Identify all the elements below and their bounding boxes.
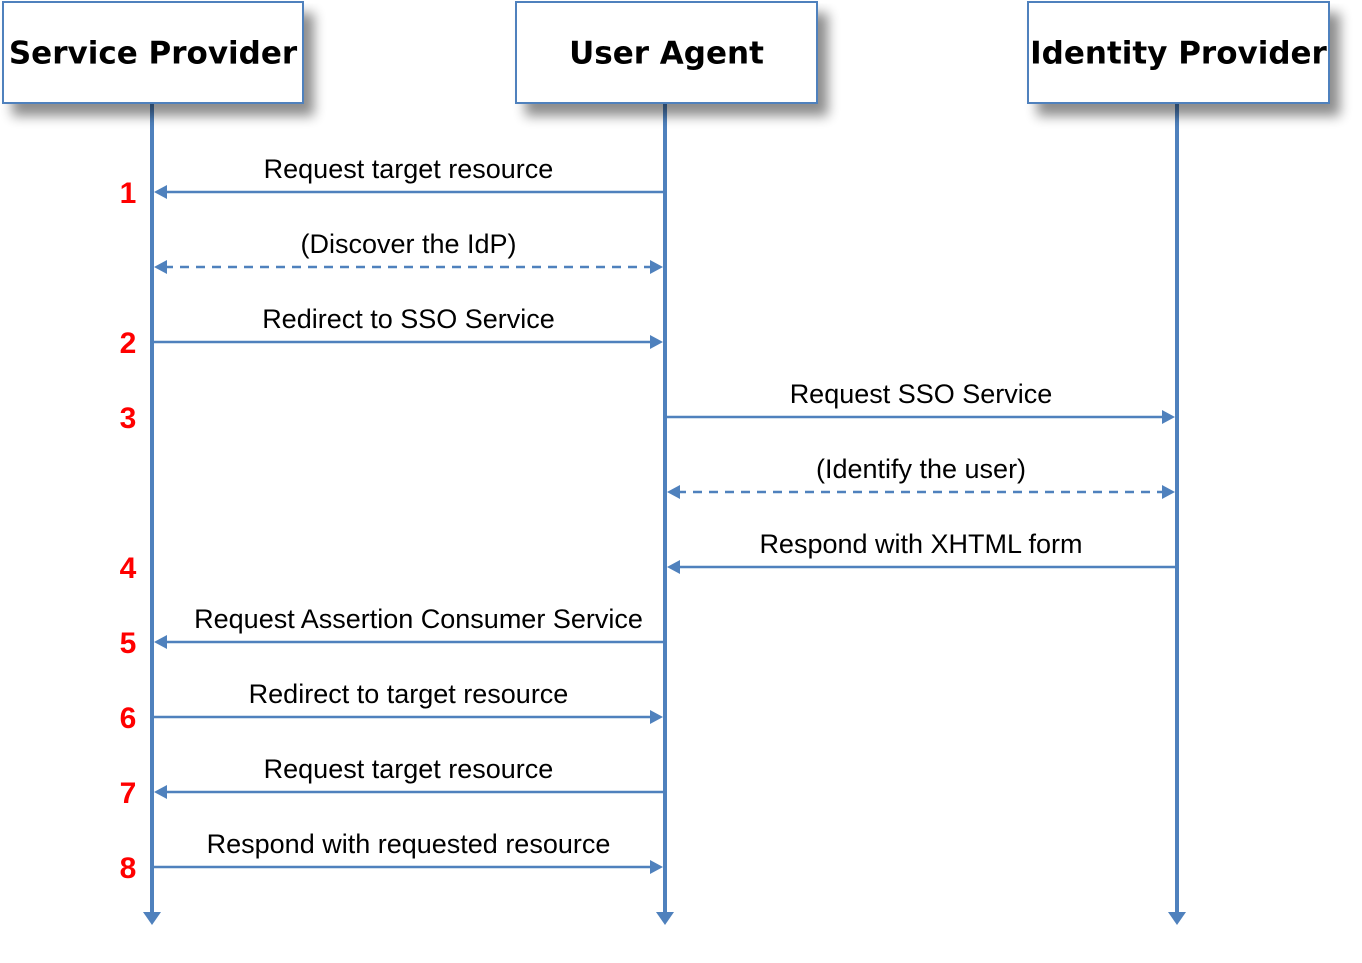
arrowhead: [154, 260, 167, 274]
actor-service-provider: Service Provider: [2, 1, 304, 104]
arrowhead: [650, 710, 663, 724]
step-number: 7: [120, 777, 137, 810]
lifeline-end-arrow-service-provider: [143, 912, 161, 925]
message-2: (Discover the IdP): [154, 229, 663, 274]
actor-identity-provider: Identity Provider: [1027, 1, 1330, 104]
message-9: Request target resource 7: [120, 754, 665, 810]
step-number: 8: [120, 852, 137, 885]
arrowhead: [154, 635, 167, 649]
lifeline-end-arrow-user-agent: [656, 912, 674, 925]
actor-label-identity-provider: Identity Provider: [1030, 36, 1327, 72]
message-label: Redirect to target resource: [249, 679, 569, 709]
message-4: Request SSO Service 3: [120, 379, 1175, 435]
step-number: 2: [120, 327, 137, 360]
message-6: Respond with XHTML form 4: [120, 529, 1177, 585]
actor-label-service-provider: Service Provider: [9, 36, 298, 72]
arrowhead: [1162, 410, 1175, 424]
step-number: 4: [120, 552, 137, 585]
arrowhead: [650, 860, 663, 874]
message-label: (Identify the user): [816, 454, 1026, 484]
message-5: (Identify the user): [667, 454, 1175, 499]
message-7: Request Assertion Consumer Service 5: [120, 604, 665, 660]
arrowhead: [650, 335, 663, 349]
arrowhead: [650, 260, 663, 274]
message-8: Redirect to target resource 6: [120, 679, 663, 735]
arrowhead: [154, 185, 167, 199]
message-label: (Discover the IdP): [300, 229, 516, 259]
message-label: Request SSO Service: [790, 379, 1053, 409]
message-1: Request target resource 1: [120, 154, 665, 210]
lifeline-end-arrow-identity-provider: [1168, 912, 1186, 925]
step-number: 6: [120, 702, 137, 735]
step-number: 5: [120, 627, 137, 660]
actor-label-user-agent: User Agent: [569, 36, 764, 72]
message-10: Respond with requested resource 8: [120, 829, 663, 885]
arrowhead: [667, 560, 680, 574]
actor-user-agent: User Agent: [515, 1, 818, 104]
arrowhead: [667, 485, 680, 499]
message-label: Respond with requested resource: [207, 829, 611, 859]
message-label: Request Assertion Consumer Service: [194, 604, 643, 634]
step-number: 1: [120, 177, 137, 210]
step-number: 3: [120, 402, 137, 435]
arrowhead: [1162, 485, 1175, 499]
message-label: Redirect to SSO Service: [262, 304, 555, 334]
message-label: Request target resource: [264, 154, 554, 184]
message-label: Request target resource: [264, 754, 554, 784]
message-label: Respond with XHTML form: [759, 529, 1082, 559]
message-3: Redirect to SSO Service 2: [120, 304, 663, 360]
arrowhead: [154, 785, 167, 799]
